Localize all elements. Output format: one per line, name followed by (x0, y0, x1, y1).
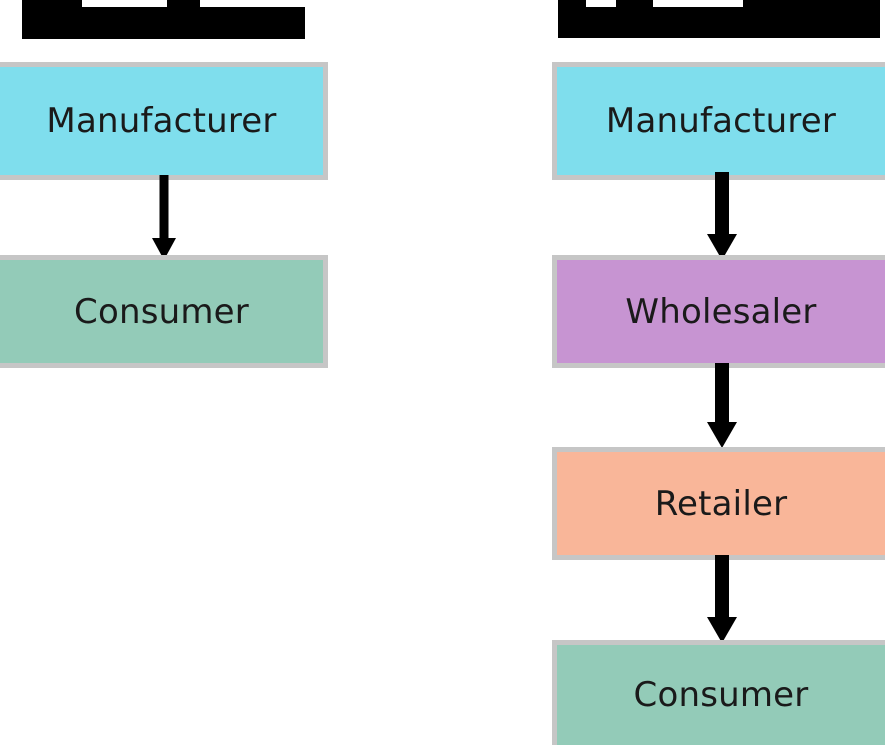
arrow-shaft (715, 555, 729, 617)
node-label: Wholesaler (625, 291, 817, 332)
node-label: Manufacturer (46, 101, 277, 141)
arrow-left-manufacturer-to-consumer (148, 175, 180, 260)
node-right-wholesaler[interactable]: Wholesaler (552, 255, 885, 368)
node-right-retailer[interactable]: Retailer (552, 447, 885, 560)
node-left-consumer[interactable]: Consumer (0, 255, 328, 368)
node-right-manufacturer[interactable]: Manufacturer (552, 62, 885, 180)
arrow-shaft (159, 175, 169, 238)
left-channel-title-redacted (22, 0, 305, 39)
arrow-head (707, 617, 737, 643)
arrow-right-manufacturer-to-wholesaler (705, 172, 739, 260)
right-channel-title-redacted (558, 0, 880, 38)
arrow-shaft (715, 363, 729, 423)
node-label: Manufacturer (605, 101, 837, 141)
node-label: Retailer (654, 483, 788, 524)
node-label: Consumer (74, 291, 249, 332)
arrow-shaft (715, 172, 729, 234)
arrow-right-wholesaler-to-retailer (705, 363, 739, 448)
node-label: Consumer (633, 675, 809, 715)
arrow-head (152, 238, 176, 260)
arrow-right-retailer-to-consumer (705, 555, 739, 643)
node-left-manufacturer[interactable]: Manufacturer (0, 62, 328, 180)
arrow-head (707, 422, 737, 448)
node-right-consumer[interactable]: Consumer (552, 640, 885, 745)
